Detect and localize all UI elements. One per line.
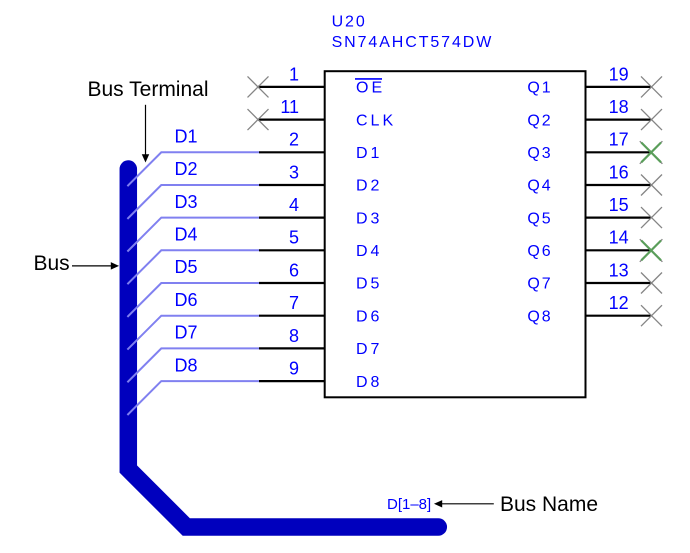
svg-text:3: 3 [289,162,299,182]
svg-text:D1: D1 [175,127,198,147]
svg-text:D[1–8]: D[1–8] [387,496,431,513]
svg-text:D2: D2 [356,178,382,195]
svg-text:CLK: CLK [356,112,396,129]
svg-text:Bus Terminal: Bus Terminal [88,78,209,101]
svg-text:14: 14 [609,228,629,248]
svg-text:D7: D7 [175,323,198,343]
svg-text:11: 11 [280,97,299,117]
svg-text:Q5: Q5 [527,210,552,227]
svg-text:D2: D2 [175,159,198,179]
svg-text:9: 9 [289,359,299,379]
svg-text:5: 5 [289,228,299,248]
svg-text:D3: D3 [175,192,198,212]
svg-text:13: 13 [609,260,629,280]
svg-text:D4: D4 [356,243,382,260]
svg-text:Q8: Q8 [527,308,552,325]
svg-text:16: 16 [609,162,629,182]
svg-text:D5: D5 [356,276,382,293]
svg-text:18: 18 [609,97,629,117]
svg-text:Bus Name: Bus Name [500,493,598,516]
svg-text:Bus: Bus [34,252,70,275]
svg-text:SN74AHCT574DW: SN74AHCT574DW [332,34,494,51]
svg-text:Q7: Q7 [527,276,552,293]
svg-text:D3: D3 [356,210,382,227]
svg-text:4: 4 [289,195,299,215]
svg-text:D5: D5 [175,257,198,277]
svg-text:Q3: Q3 [527,145,552,162]
svg-text:D8: D8 [356,374,382,391]
svg-text:19: 19 [609,64,629,84]
svg-text:15: 15 [609,195,629,215]
svg-text:D4: D4 [175,225,198,245]
svg-text:D8: D8 [175,355,198,375]
svg-text:8: 8 [289,326,299,346]
svg-text:2: 2 [289,130,299,150]
svg-text:6: 6 [289,260,299,280]
svg-text:Q2: Q2 [527,112,552,129]
svg-text:D6: D6 [175,290,198,310]
svg-text:17: 17 [609,130,629,150]
svg-text:D6: D6 [356,308,382,325]
svg-text:7: 7 [289,293,299,313]
svg-text:D1: D1 [356,145,382,162]
svg-text:1: 1 [289,64,299,84]
svg-text:Q6: Q6 [527,243,552,260]
svg-text:U20: U20 [332,14,367,31]
svg-text:OE: OE [356,80,385,97]
svg-text:12: 12 [609,293,629,313]
svg-text:D7: D7 [356,341,382,358]
svg-text:Q1: Q1 [527,80,552,97]
svg-text:Q4: Q4 [527,178,552,195]
